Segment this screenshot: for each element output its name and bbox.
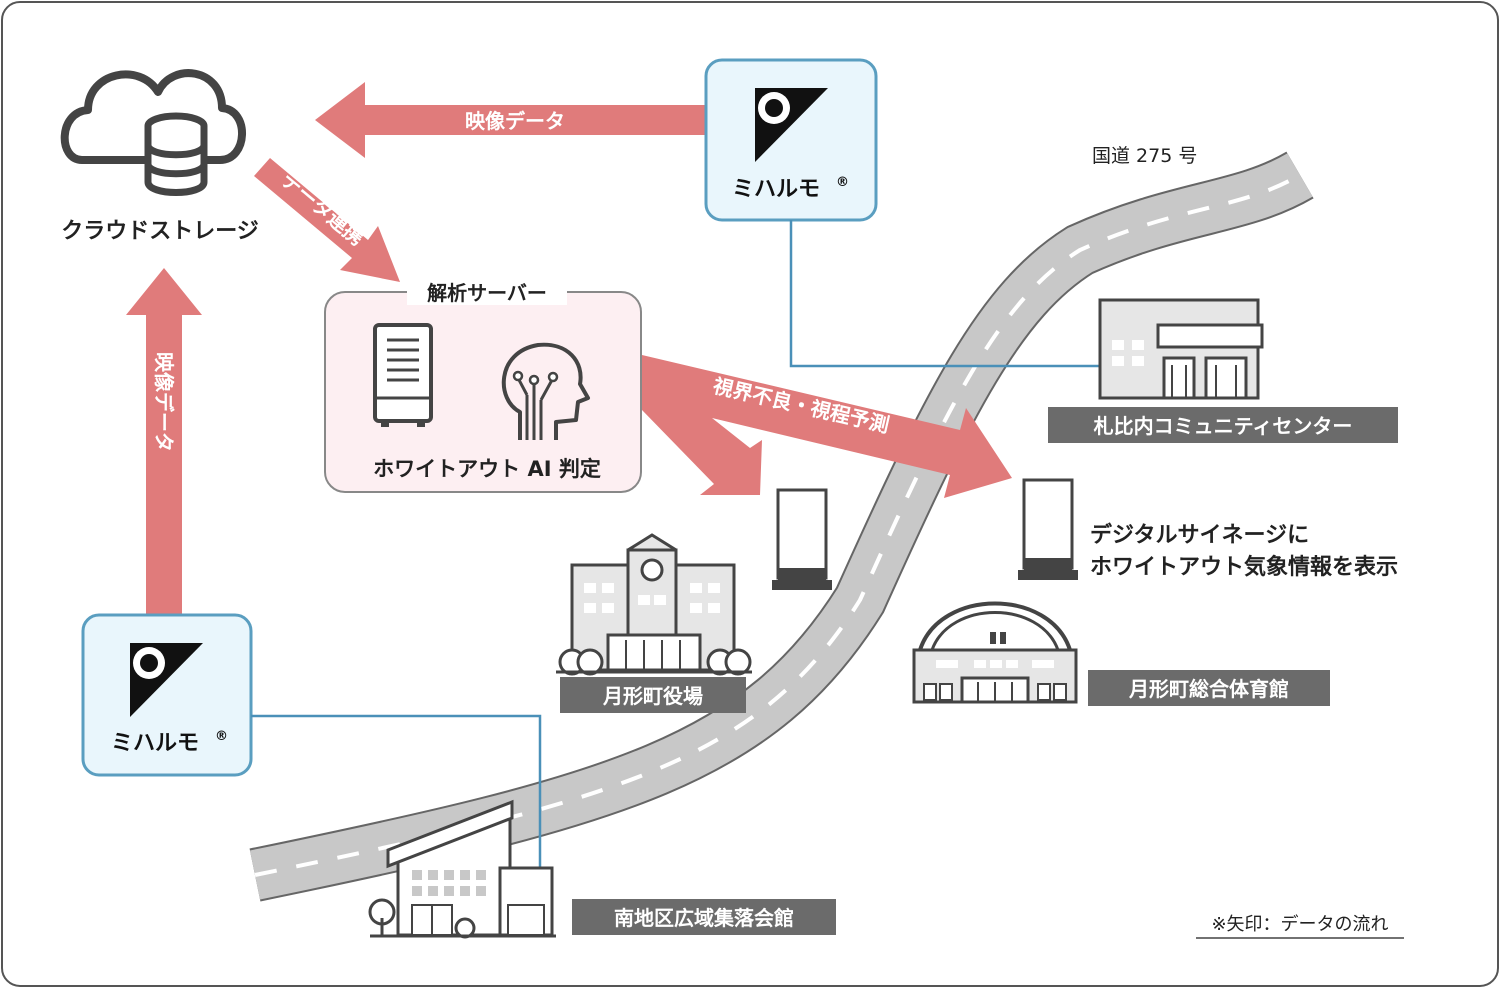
building-sappinai-icon xyxy=(1098,298,1264,400)
camera-bottom-registered: ® xyxy=(215,729,228,744)
signage-left-icon xyxy=(772,488,832,590)
ai-head-icon xyxy=(501,342,590,440)
cloud-database-icon xyxy=(60,69,246,196)
minami-label-bg xyxy=(572,899,836,935)
camera-eye-logo-icon xyxy=(130,643,203,717)
road-label: 国道 275 号 xyxy=(1092,145,1197,167)
connector-top xyxy=(789,220,1170,368)
signage-text-line2: ホワイトアウト気象情報を表示 xyxy=(1090,554,1398,580)
server-title: 解析サーバー xyxy=(427,281,547,305)
townhall-label: 月形町役場 xyxy=(602,684,703,708)
server-caption: ホワイトアウト AI 判定 xyxy=(373,457,601,481)
gym-label: 月形町総合体育館 xyxy=(1128,677,1289,701)
arrow-server-to-signage xyxy=(642,355,1012,498)
arrow-left-video-data xyxy=(126,268,202,615)
camera-top-registered: ® xyxy=(836,175,849,190)
sappinai-label: 札比内コミュニティセンター xyxy=(1093,414,1353,438)
signage-text-line1: デジタルサイネージに xyxy=(1090,522,1309,548)
camera-bottom-label: ミハルモ xyxy=(111,731,199,756)
townhall-label-bg xyxy=(560,677,746,713)
camera-box-bottom xyxy=(81,613,253,777)
minami-label: 南地区広域集落会館 xyxy=(614,906,794,930)
connector-bottom xyxy=(251,714,542,905)
arrow-left-label: 映像データ xyxy=(152,352,176,452)
legend-note: ※矢印：データの流れ xyxy=(1211,914,1388,935)
gym-label-bg xyxy=(1088,670,1330,706)
server-rack-icon xyxy=(373,323,433,427)
sappinai-label-bg xyxy=(1048,407,1398,443)
camera-top-label: ミハルモ xyxy=(732,177,820,202)
arrow-top-label: 映像データ xyxy=(465,109,565,133)
building-gym-icon xyxy=(912,601,1078,704)
camera-eye-logo-icon xyxy=(755,88,828,162)
signage-right-icon xyxy=(1018,478,1078,580)
arrow-data-link xyxy=(254,158,400,282)
building-townhall-icon xyxy=(556,533,752,676)
cloud-storage-label: クラウドストレージ xyxy=(61,219,259,244)
building-minami-icon xyxy=(368,799,556,939)
camera-box-top xyxy=(704,58,878,222)
road xyxy=(249,151,1314,902)
arrow-top-video-data xyxy=(315,82,705,158)
